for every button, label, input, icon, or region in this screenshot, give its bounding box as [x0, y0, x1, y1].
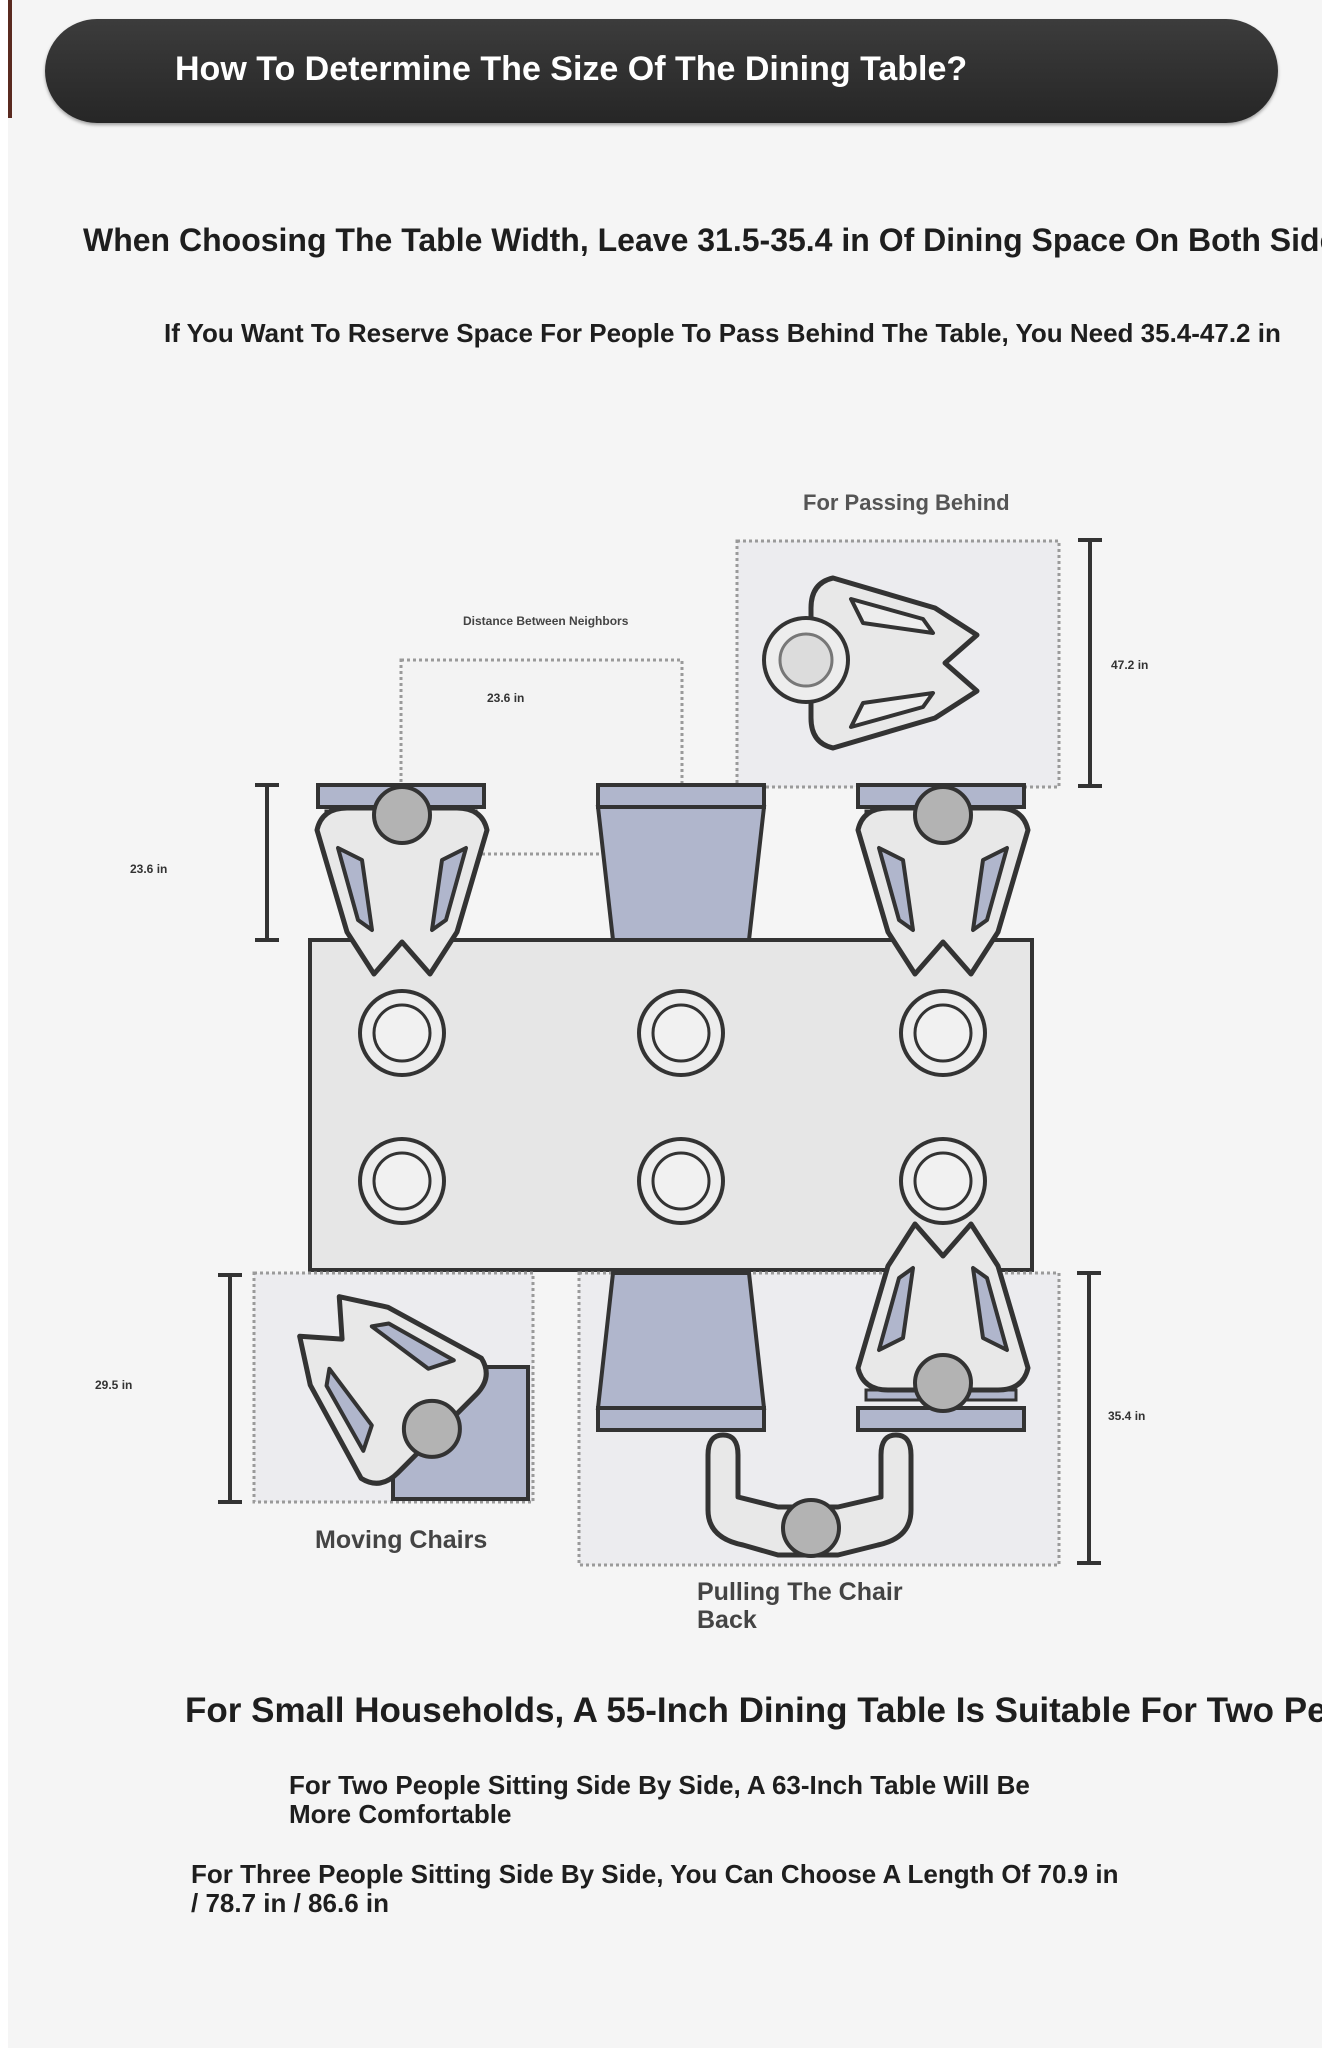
width-rule-heading: When Choosing The Table Width, Leave 31.…: [83, 222, 1322, 258]
plate: [358, 1137, 446, 1225]
plate: [899, 1137, 987, 1225]
corner-accent: [8, 0, 12, 118]
page: How To Determine The Size Of The Dining …: [8, 0, 1322, 2048]
passing-plate: [762, 616, 850, 704]
page-title: How To Determine The Size Of The Dining …: [175, 50, 968, 88]
plate: [637, 1137, 725, 1225]
distance-neighbors-label: Distance Between Neighbors: [463, 614, 629, 628]
plate: [358, 989, 446, 1077]
pulling-chair-label-line2: Back: [697, 1606, 757, 1634]
plate: [637, 989, 725, 1077]
bottom-middle-chair: [595, 1271, 767, 1432]
top-middle-chair: [595, 783, 767, 942]
two-people-text: For Two People Sitting Side By Side, A 6…: [289, 1770, 1030, 1829]
passing-rule-text: If You Want To Reserve Space For People …: [164, 318, 1281, 348]
neighbor-width-label: 23.6 in: [487, 691, 524, 705]
three-people-text: For Three People Sitting Side By Side, Y…: [191, 1859, 1119, 1918]
moving-person: [297, 1294, 489, 1486]
pulling-dimension: [1077, 1271, 1101, 1565]
header-banner: How To Determine The Size Of The Dining …: [45, 19, 1278, 123]
chair-depth-dimension: [255, 783, 279, 942]
passing-behind-label: For Passing Behind: [803, 490, 1010, 515]
chair-depth-label: 23.6 in: [130, 862, 167, 876]
moving-dimension: [218, 1273, 242, 1504]
moving-dimension-label: 29.5 in: [95, 1378, 132, 1392]
pulling-chair-label-line1: Pulling The Chair: [697, 1578, 903, 1606]
pulling-person: [705, 1432, 914, 1558]
plate: [899, 989, 987, 1077]
passing-dimension-label: 47.2 in: [1111, 658, 1148, 672]
dining-layout-diagram: For Passing Behind 47.2 in Distance Betw…: [95, 490, 1148, 1634]
small-household-heading: For Small Households, A 55-Inch Dining T…: [185, 1691, 1322, 1730]
moving-chairs-label: Moving Chairs: [315, 1526, 487, 1554]
pulling-dimension-label: 35.4 in: [1108, 1409, 1145, 1423]
passing-dimension: [1078, 538, 1102, 788]
